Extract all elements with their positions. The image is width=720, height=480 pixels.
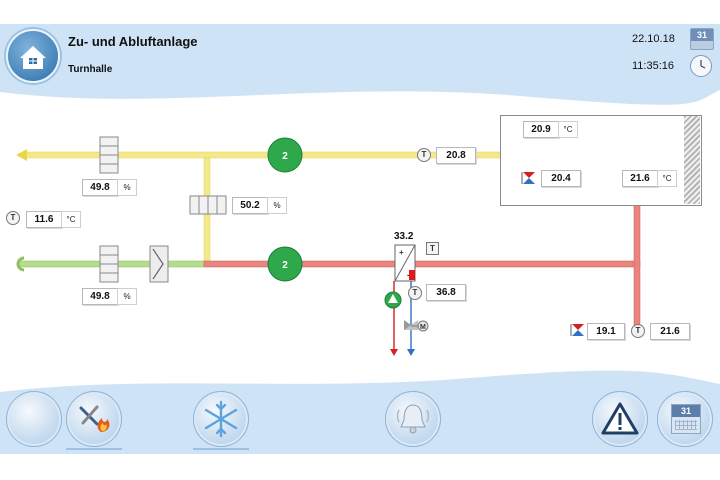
blank-button[interactable] [6,391,62,447]
mix-damper-unit: % [267,197,287,214]
supply-fan[interactable]: 2 [267,246,303,282]
alarm-bell-button[interactable] [385,391,441,447]
supply-damper-unit: % [117,288,137,305]
supply-fan-speed: 2 [282,260,288,271]
heater-plus: + [399,248,404,257]
bell-icon [396,404,430,434]
cooling-button[interactable] [193,391,249,447]
outdoor-temp-sensor-icon[interactable]: T [6,211,20,225]
service-button[interactable] [66,391,122,447]
supply-setpoint-icon[interactable] [570,323,586,337]
outdoor-temp-value: 11.6 [26,211,62,228]
supply-setpoint-value[interactable]: 19.1 [587,323,625,340]
room-setpoint-icon[interactable] [521,171,537,185]
room-supply-temp-unit: °C [657,170,677,187]
calendar-button[interactable]: 31 [657,391,713,447]
room-setpoint-value[interactable]: 20.4 [541,170,581,187]
exhaust-damper-unit: % [117,179,137,196]
supply-temp-sensor-icon[interactable]: T [631,324,645,338]
exhaust-fan[interactable]: 2 [267,137,303,173]
page-subtitle: Turnhalle [68,64,113,75]
heater-air-temp-sensor-icon[interactable]: T [426,242,439,255]
heater-return-temp-sensor-icon[interactable]: T [408,286,422,300]
snowflake-icon [204,400,238,438]
home-button[interactable] [6,29,60,83]
exhaust-duct [23,151,505,159]
heater-return-temp-value: 36.8 [426,284,466,301]
heater-minus: - [407,270,410,280]
heating-valve-icon[interactable] [404,320,429,332]
footer-wave [0,370,720,454]
exhaust-damper-position: 49.8 [82,179,118,196]
room-temp-unit: °C [558,121,578,138]
calendar-grid [675,420,697,430]
heater-frost-indicator [409,270,415,280]
exhaust-fan-speed: 2 [282,151,288,162]
supply-damper-position: 49.8 [82,288,118,305]
heater-valve-position: 33.2 [394,231,414,242]
extract-temp-sensor-icon[interactable]: T [417,148,431,162]
heating-flow-arrow [390,349,398,356]
extract-temp-value: 20.8 [436,147,476,164]
supply-damper[interactable] [99,245,119,283]
heating-pump-icon[interactable] [384,291,402,309]
mix-damper[interactable] [189,195,227,215]
exhaust-arrow [16,149,27,161]
heating-return-arrow [407,349,415,356]
room-supply-temp-value: 21.6 [622,170,658,187]
outdoor-inlet-hook [16,256,25,272]
header-wave [0,24,720,105]
clock-hands-icon [700,60,706,69]
time-display: 11:35:16 [632,60,675,72]
mix-damper-position: 50.2 [232,197,268,214]
room-temp-value: 20.9 [523,121,559,138]
page-title: Zu- und Abluftanlage [68,34,198,49]
supply-riser [633,197,641,329]
tools-flame-icon [79,405,110,432]
calendar-large-icon: 31 [671,404,701,434]
supply-filter[interactable] [149,245,169,283]
calendar-icon[interactable]: 31 [690,28,714,50]
cooling-button-underline [193,448,249,450]
clock-icon[interactable] [690,55,712,77]
calendar-day: 31 [691,29,713,41]
outdoor-temp-unit: °C [61,211,81,228]
motor-symbol: M [420,324,426,331]
room-wall [684,116,700,204]
supply-temp-value: 21.6 [650,323,690,340]
date-display: 22.10.18 [632,33,675,45]
calendar-large-day: 31 [672,405,700,417]
warning-icon [601,402,639,435]
exhaust-damper[interactable] [99,136,119,174]
warning-button[interactable] [592,391,648,447]
service-button-underline [66,448,122,450]
house-icon [20,46,46,69]
